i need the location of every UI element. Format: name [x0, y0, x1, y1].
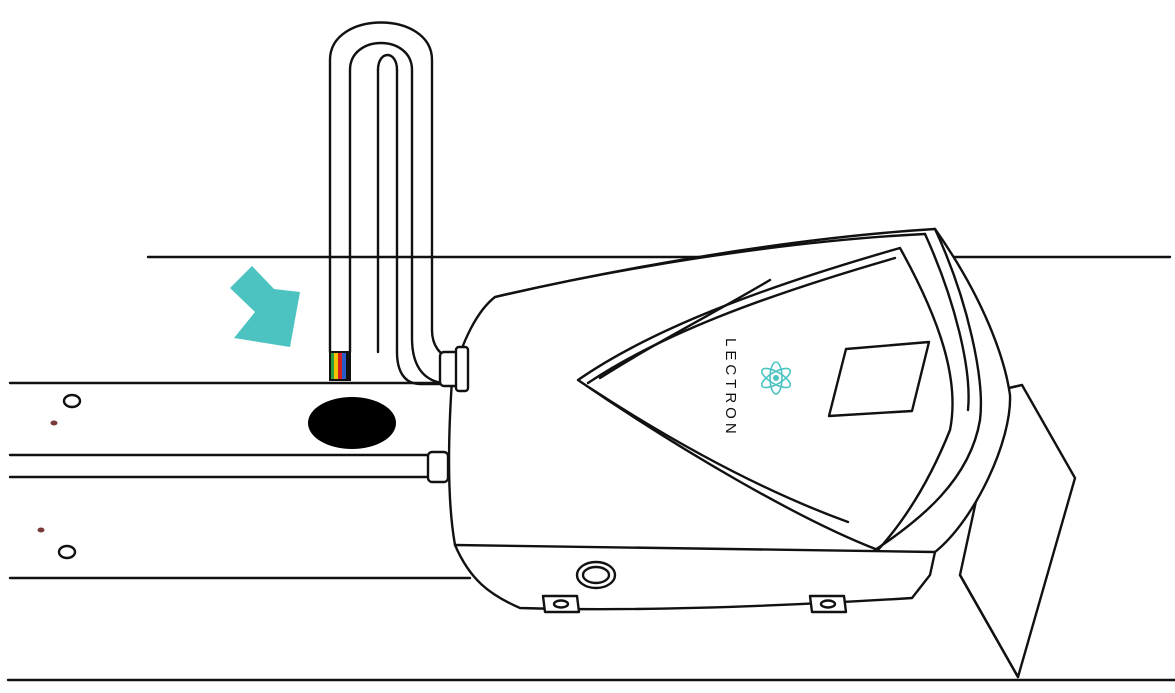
- cable-hole: [308, 397, 396, 449]
- wire-ends: [329, 351, 351, 381]
- wire-strand: [338, 352, 342, 380]
- front-panel: [576, 246, 954, 552]
- screw-hole: [57, 544, 77, 560]
- mounting-tab-right: [808, 594, 848, 614]
- arrow-down-right-icon: [230, 266, 300, 347]
- wire-strand: [334, 352, 338, 380]
- charger-body: [447, 227, 1012, 611]
- wire-strand: [330, 352, 334, 380]
- atom-icon: [761, 361, 791, 395]
- wire-bundle-outline: [329, 351, 351, 381]
- mounting-rail-upper: [8, 381, 472, 479]
- cable-gland-side: [426, 450, 450, 484]
- screw-hole: [62, 393, 82, 409]
- brand-name: LECTRON: [722, 338, 739, 438]
- screw-hole-small: [50, 420, 58, 426]
- cable-gland-top: [438, 345, 470, 393]
- display-window: [827, 340, 931, 418]
- screw-hole-small: [37, 527, 45, 533]
- wire-strand: [342, 352, 346, 380]
- wire-strand: [346, 352, 350, 380]
- power-cable: [328, 21, 454, 386]
- bottom-port: [575, 560, 617, 590]
- mounting-tab-left: [541, 594, 581, 614]
